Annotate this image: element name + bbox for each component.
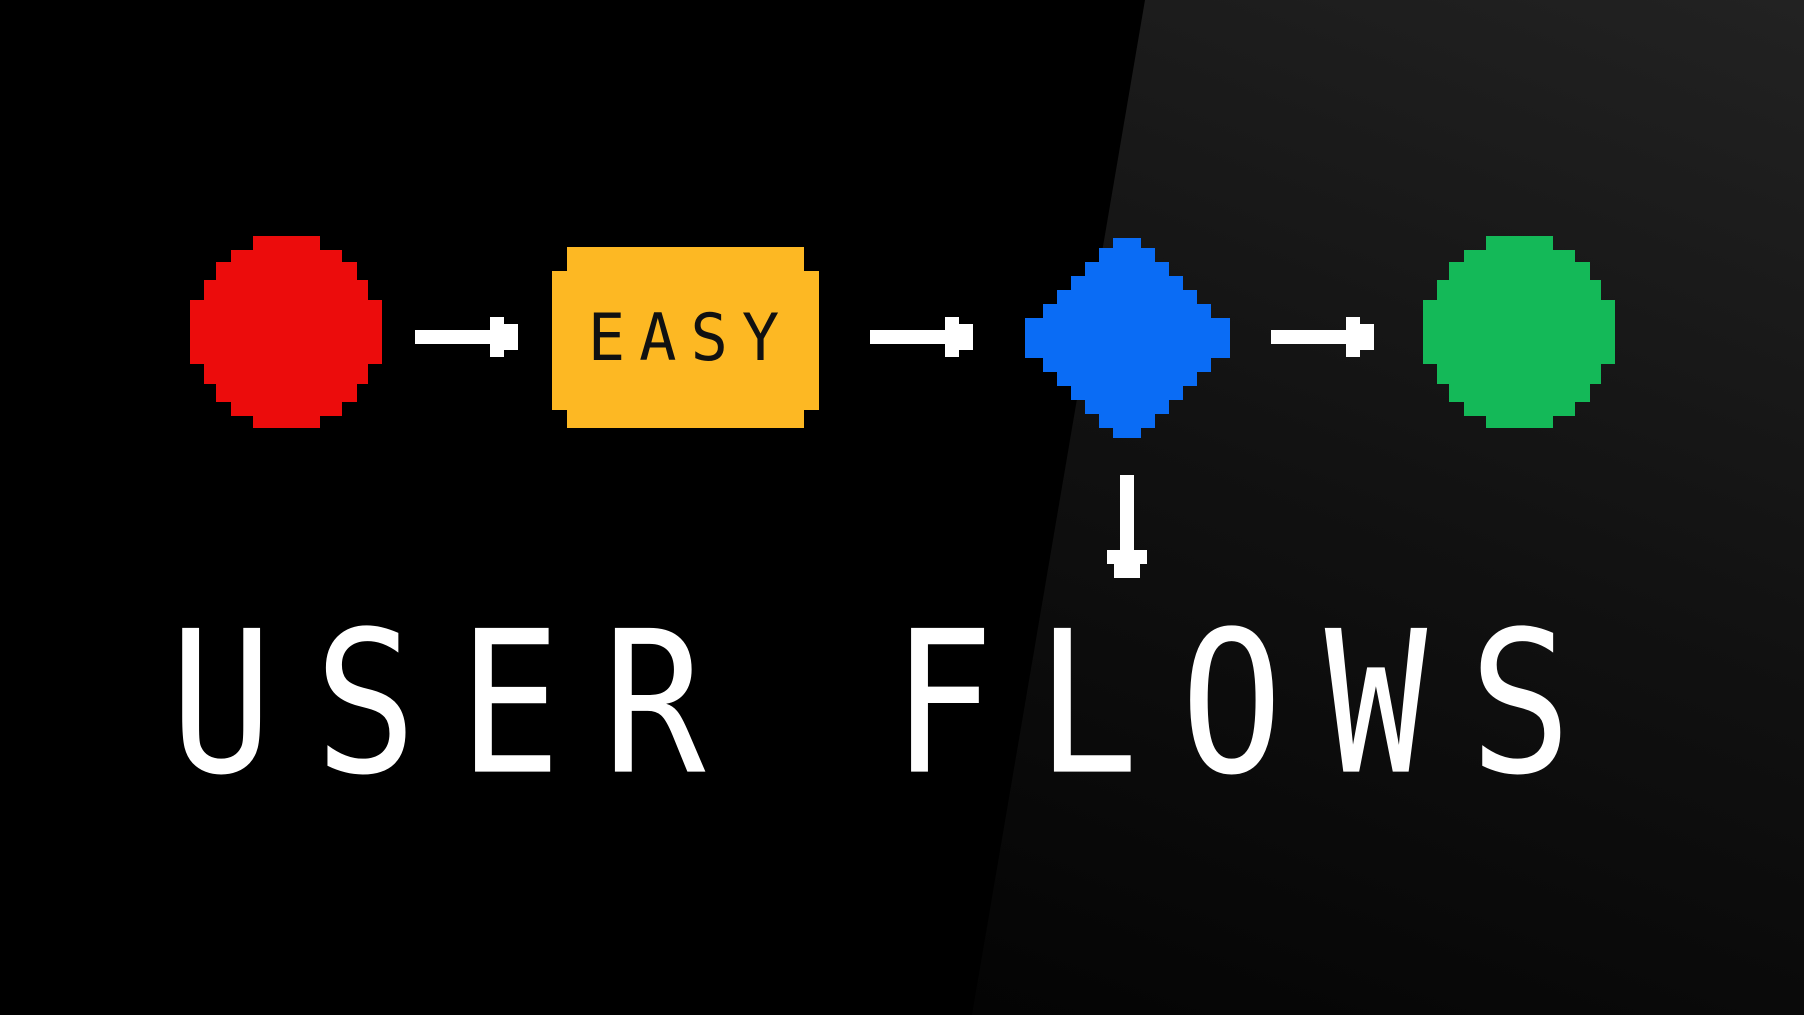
title: USER FLOWS [170,589,1614,820]
arrow-right-icon [415,317,518,357]
decision-node [1025,238,1230,438]
arrow-down-icon [1107,475,1147,578]
start-node [190,236,382,428]
process-node-label: EASY [587,299,794,376]
end-node [1423,236,1615,428]
process-node [552,247,819,428]
arrow-right-icon [870,317,973,357]
arrow-right-icon [1271,317,1374,357]
